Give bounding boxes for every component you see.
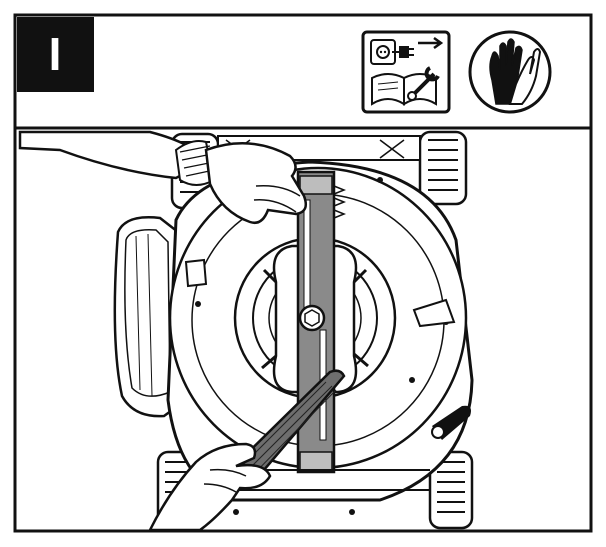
gloves-icon: [468, 30, 552, 114]
step-badge: I: [17, 17, 94, 92]
plug-book-wrench-icon: [361, 30, 451, 114]
height-adjust-lever: [431, 405, 471, 440]
gloved-hand-holding-blade: [18, 130, 307, 224]
wheel-rear-right: [418, 130, 468, 206]
hand-holding-file: [147, 369, 346, 532]
step-label: I: [49, 28, 62, 80]
